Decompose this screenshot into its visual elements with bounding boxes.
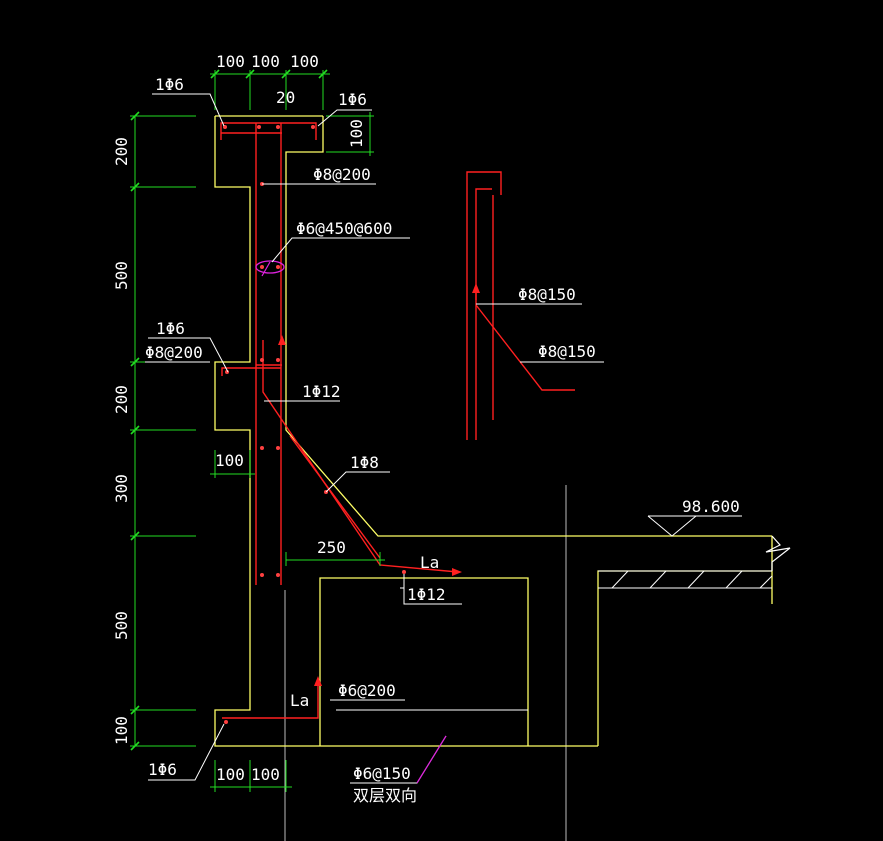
dim-bottom-1: 100 — [216, 765, 245, 784]
label-tl-bar: 1Φ6 — [155, 75, 184, 94]
elevation-marker — [647, 515, 698, 537]
leader-lines — [145, 93, 742, 784]
leader-magenta — [261, 261, 447, 784]
dimension-text: 100 100 100 20 100 200 500 200 300 500 1… — [112, 52, 366, 784]
label-detail-bar1: Φ8@150 — [518, 285, 576, 304]
label-stirrup-top: Φ8@200 — [313, 165, 371, 184]
dim-left-1: 200 — [112, 137, 131, 166]
axis-lines — [284, 485, 567, 841]
detail-stirrup-inner — [475, 188, 492, 430]
label-mid-bar: 1Φ6 — [156, 319, 185, 338]
label-detail-bar2: Φ8@150 — [538, 342, 596, 361]
label-base-la: La — [290, 691, 309, 710]
dim-left-4: 300 — [112, 474, 131, 503]
dim-top-1: 100 — [216, 52, 245, 71]
label-anchor-la: La — [420, 553, 439, 572]
parapet-left-profile — [214, 116, 598, 747]
dim-top-inner: 20 — [276, 88, 295, 107]
rebar-mid-hook — [221, 367, 281, 376]
beam-outline — [597, 570, 772, 746]
dim-left-2: 500 — [112, 261, 131, 290]
break-symbol — [765, 535, 791, 571]
dim-bottom-2: 100 — [251, 765, 280, 784]
parapet-right-profile — [285, 116, 772, 537]
tie-ring — [255, 260, 285, 274]
dim-top-2: 100 — [251, 52, 280, 71]
dim-left-3: 200 — [112, 385, 131, 414]
rebar-base — [222, 680, 319, 719]
label-slope-bar: 1Φ8 — [350, 453, 379, 472]
label-slab-note: 双层双向 — [353, 786, 417, 805]
dim-left-5: 500 — [112, 611, 131, 640]
rebar-arrows — [278, 283, 480, 686]
dim-left-6: 100 — [112, 716, 131, 745]
detail-stirrup-outer — [466, 171, 502, 440]
rebar-top-hook — [220, 122, 317, 140]
dim-mid-step: 100 — [215, 451, 244, 470]
label-tie: Φ6@450@600 — [296, 219, 392, 238]
rebar — [220, 122, 575, 719]
dim-top-right: 100 — [347, 119, 366, 148]
label-tr-bar: 1Φ6 — [338, 90, 367, 109]
label-elevation: 98.600 — [682, 497, 740, 516]
rebar-slope-8 — [289, 435, 381, 559]
label-mid-stirrup: Φ8@200 — [145, 343, 203, 362]
label-slab-bar: Φ6@150 — [353, 764, 411, 783]
label-main-bar: 1Φ12 — [302, 382, 341, 401]
label-bottom-bar: 1Φ6 — [148, 760, 177, 779]
label-bottom-main: 1Φ12 — [407, 585, 446, 604]
beam-inner-left — [319, 577, 529, 746]
dim-top-3: 100 — [290, 52, 319, 71]
dimension-ticks — [130, 69, 328, 751]
label-base-bar: Φ6@200 — [338, 681, 396, 700]
hatched-slab — [598, 570, 773, 589]
dim-slab-offset: 250 — [317, 538, 346, 557]
detail-bent-bar — [475, 304, 575, 391]
rebar-labels: 1Φ6 1Φ6 Φ8@200 Φ6@450@600 1Φ6 Φ8@200 1Φ1… — [145, 75, 740, 805]
